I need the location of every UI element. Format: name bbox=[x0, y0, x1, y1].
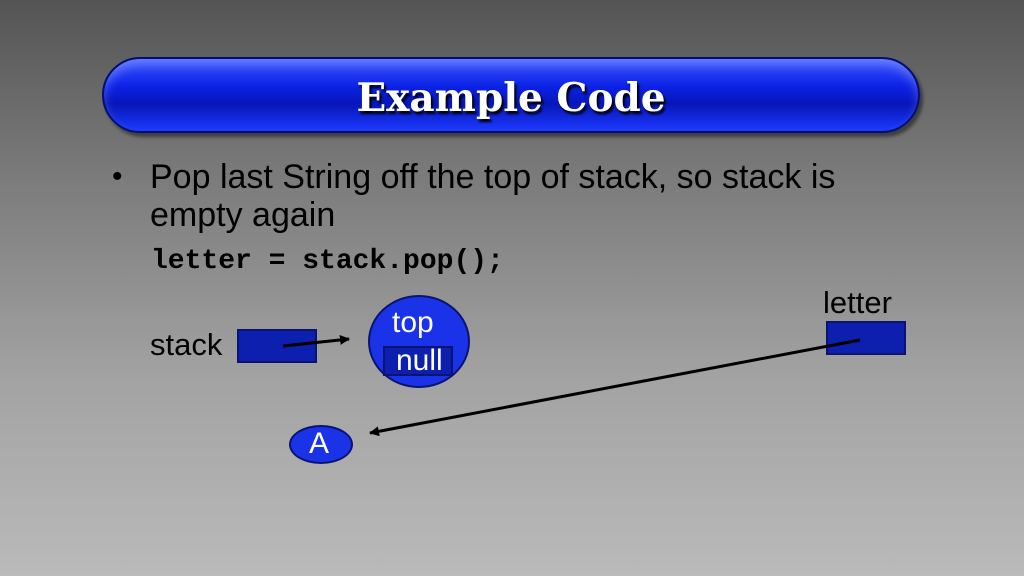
null-field-label: null bbox=[396, 344, 443, 377]
stack-label: stack bbox=[150, 327, 223, 362]
slide-title: Example Code bbox=[356, 75, 666, 121]
letter-label: letter bbox=[823, 285, 892, 320]
null-field-box bbox=[383, 346, 453, 376]
top-field-label: top bbox=[392, 306, 434, 339]
stack-pointer-arrow bbox=[282, 334, 350, 348]
string-node-a-label: A bbox=[309, 427, 330, 460]
bullet-text: Pop last String off the top of stack, so… bbox=[150, 158, 836, 234]
string-node-a bbox=[289, 425, 353, 464]
letter-pointer-arrow bbox=[369, 338, 861, 437]
bullet-point-icon: • bbox=[112, 160, 123, 193]
letter-variable-box bbox=[826, 321, 906, 355]
stack-variable-box bbox=[237, 329, 317, 363]
title-bar: Example Code bbox=[102, 57, 920, 133]
code-line: letter = stack.pop(); bbox=[151, 246, 504, 277]
